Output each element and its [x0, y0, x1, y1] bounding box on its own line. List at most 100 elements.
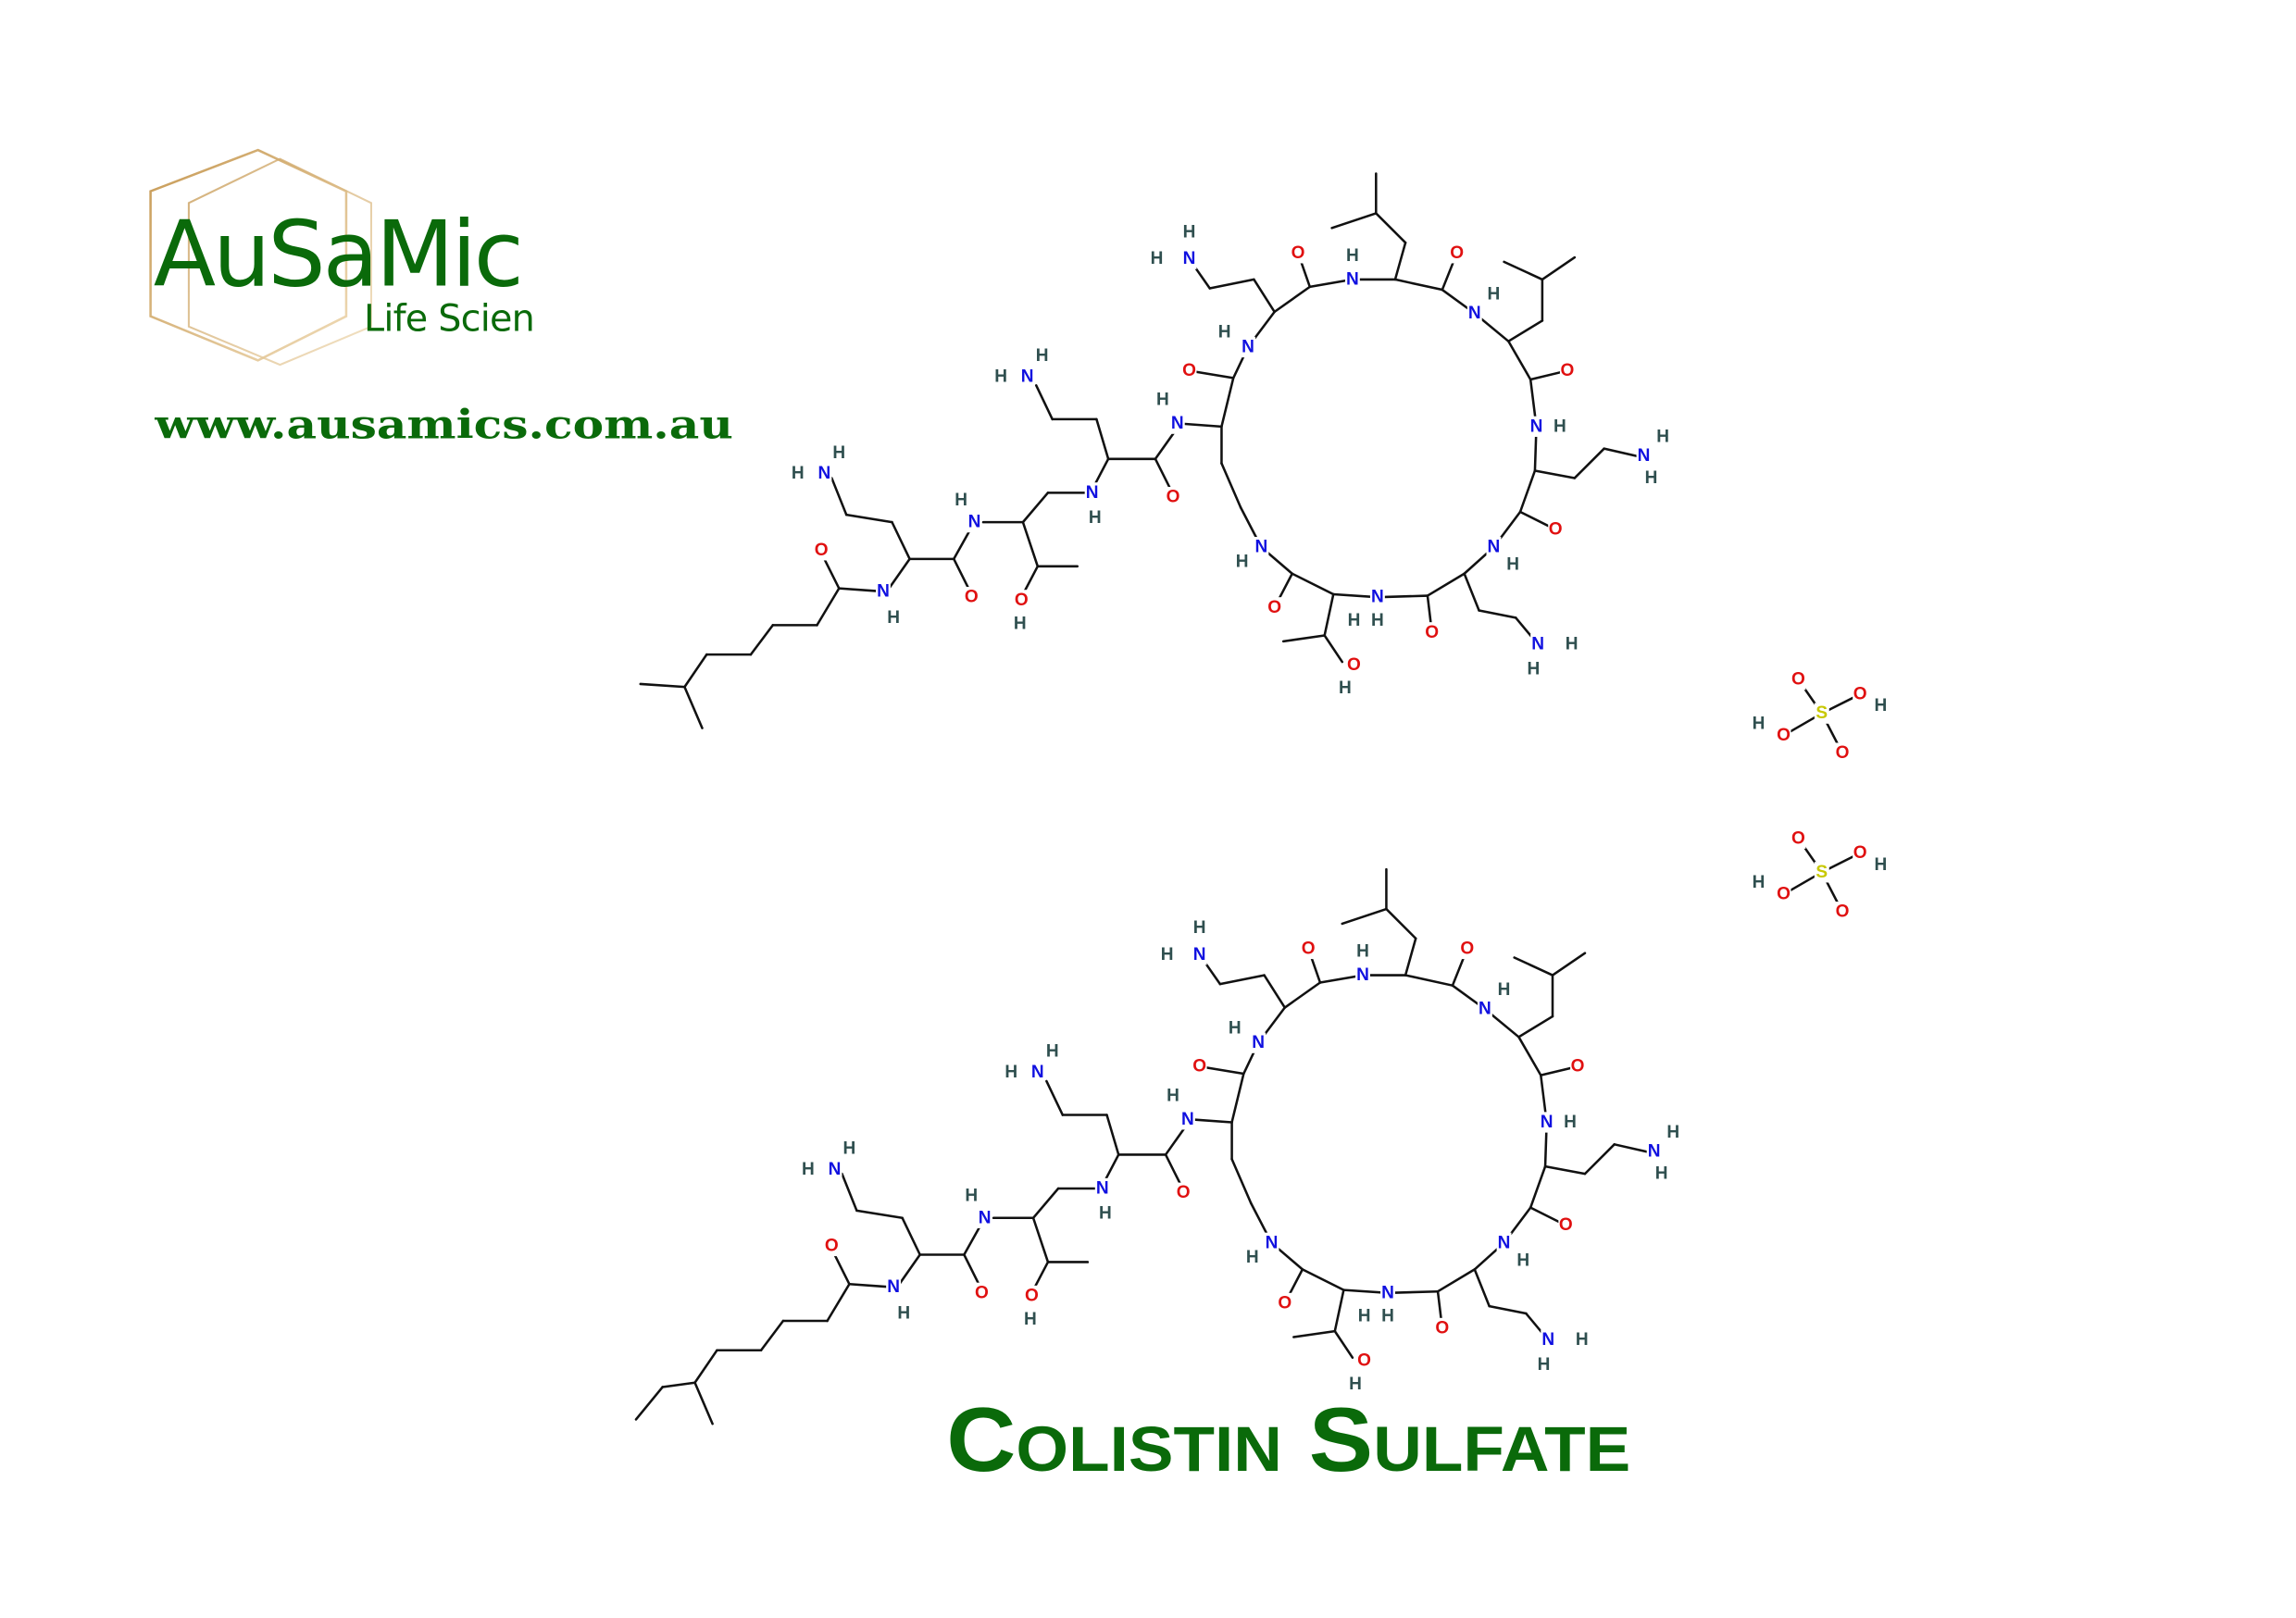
atom-label-H: H	[955, 491, 967, 510]
atom-mask	[1267, 597, 1282, 618]
bond	[1323, 592, 1335, 637]
atom-mask	[1643, 467, 1659, 489]
atom-label-O: O	[1836, 743, 1850, 763]
bond	[1230, 1072, 1245, 1124]
atom-label-H: H	[1348, 611, 1361, 630]
atom-label-H: H	[1564, 1113, 1577, 1132]
atom-label-N: N	[1468, 304, 1481, 323]
atom-mask	[1181, 221, 1197, 243]
atom-mask	[1344, 268, 1360, 291]
atom-label-H: H	[1538, 1355, 1551, 1375]
atom-mask	[1548, 518, 1564, 541]
atom-mask	[1516, 1250, 1531, 1271]
bond	[661, 1381, 696, 1388]
bond	[1518, 469, 1537, 514]
bond	[1404, 974, 1454, 987]
atom-mask	[1181, 248, 1197, 269]
atom-mask	[876, 580, 891, 602]
atom-label-N: N	[1181, 1110, 1194, 1129]
bond	[855, 1209, 904, 1220]
atom-label-N: N	[1371, 588, 1384, 607]
bond	[1541, 255, 1577, 281]
bond	[1573, 447, 1605, 479]
atom-mask	[1277, 1292, 1292, 1314]
bond	[1503, 260, 1544, 281]
atom-label-H: H	[1193, 918, 1206, 938]
atom-mask	[954, 490, 969, 511]
bond	[1220, 462, 1242, 509]
bond	[1263, 974, 1287, 1009]
atom-label-H: H	[802, 1160, 815, 1179]
atom-label-H: H	[1151, 249, 1164, 268]
atom-mask	[1227, 1017, 1242, 1039]
atom-label-O: O	[815, 541, 829, 560]
bond	[844, 513, 893, 524]
atom-label-H: H	[1645, 468, 1658, 488]
atom-label-H: H	[965, 1186, 978, 1205]
atom-mask	[1097, 1202, 1113, 1225]
bond	[1291, 572, 1335, 596]
atom-mask	[1355, 941, 1370, 963]
bond	[888, 557, 911, 590]
atom-label-O: O	[1267, 598, 1281, 617]
atom-mask	[1776, 725, 1791, 746]
atom-label-O: O	[1292, 243, 1305, 263]
atom-mask	[1356, 1306, 1372, 1327]
atom-label-N: N	[1086, 483, 1099, 503]
atom-mask	[1254, 537, 1269, 558]
atom-mask	[1530, 633, 1546, 655]
atom-label-H: H	[1167, 1086, 1179, 1105]
atom-label-O: O	[1571, 1057, 1585, 1077]
atom-label-N: N	[1242, 338, 1254, 357]
atom-label-N: N	[877, 581, 890, 601]
atom-mask	[1179, 1109, 1195, 1130]
bond	[1393, 241, 1407, 281]
atom-mask	[1380, 1282, 1395, 1303]
bond	[1333, 1329, 1354, 1360]
bond	[1230, 1157, 1253, 1205]
bond	[1375, 212, 1407, 244]
atom-label-H: H	[1874, 696, 1887, 716]
atom-label-H: H	[1218, 323, 1231, 342]
atom-mask	[1835, 902, 1850, 923]
atom-label-H: H	[1753, 714, 1766, 733]
bond	[838, 587, 882, 593]
atom-mask	[1244, 1247, 1260, 1268]
atom-mask	[1655, 426, 1671, 448]
atom-mask	[1044, 1041, 1060, 1063]
atom-label-H: H	[1349, 1375, 1362, 1394]
atom-mask	[967, 512, 982, 533]
atom-label-H: H	[1371, 611, 1384, 630]
atom-label-H: H	[1099, 1204, 1112, 1224]
atom-mask	[1526, 658, 1541, 680]
atom-mask	[824, 1235, 840, 1257]
atom-mask	[1486, 283, 1502, 305]
atom-label-N: N	[1096, 1178, 1109, 1198]
bond	[1473, 1268, 1491, 1308]
bond	[1253, 278, 1276, 314]
atom-mask	[1536, 1354, 1552, 1375]
atom-mask	[1166, 1085, 1180, 1106]
atom-mask	[1181, 360, 1197, 381]
atom-label-H: H	[1004, 1063, 1017, 1082]
atom-mask	[817, 463, 832, 484]
atom-label-N: N	[968, 513, 981, 532]
bond	[1292, 1329, 1337, 1338]
bond	[693, 1349, 718, 1385]
atom-mask	[1424, 622, 1440, 643]
bond	[634, 1386, 664, 1421]
atom-label-S: S	[1816, 863, 1828, 882]
atom-mask	[1337, 678, 1353, 699]
atom-mask	[1346, 654, 1362, 676]
atom-label-N: N	[1638, 446, 1651, 466]
logo-tagline-text: Life Scien	[364, 298, 534, 341]
atom-mask	[1234, 551, 1250, 573]
logo-brand-text: AuSaMic	[154, 202, 521, 307]
atom-label-H: H	[1229, 1018, 1242, 1038]
atom-label-O: O	[1560, 361, 1574, 380]
atom-mask	[1217, 322, 1232, 343]
bond	[1478, 609, 1517, 619]
atom-label-O: O	[1853, 843, 1867, 863]
bond	[1105, 1114, 1120, 1156]
